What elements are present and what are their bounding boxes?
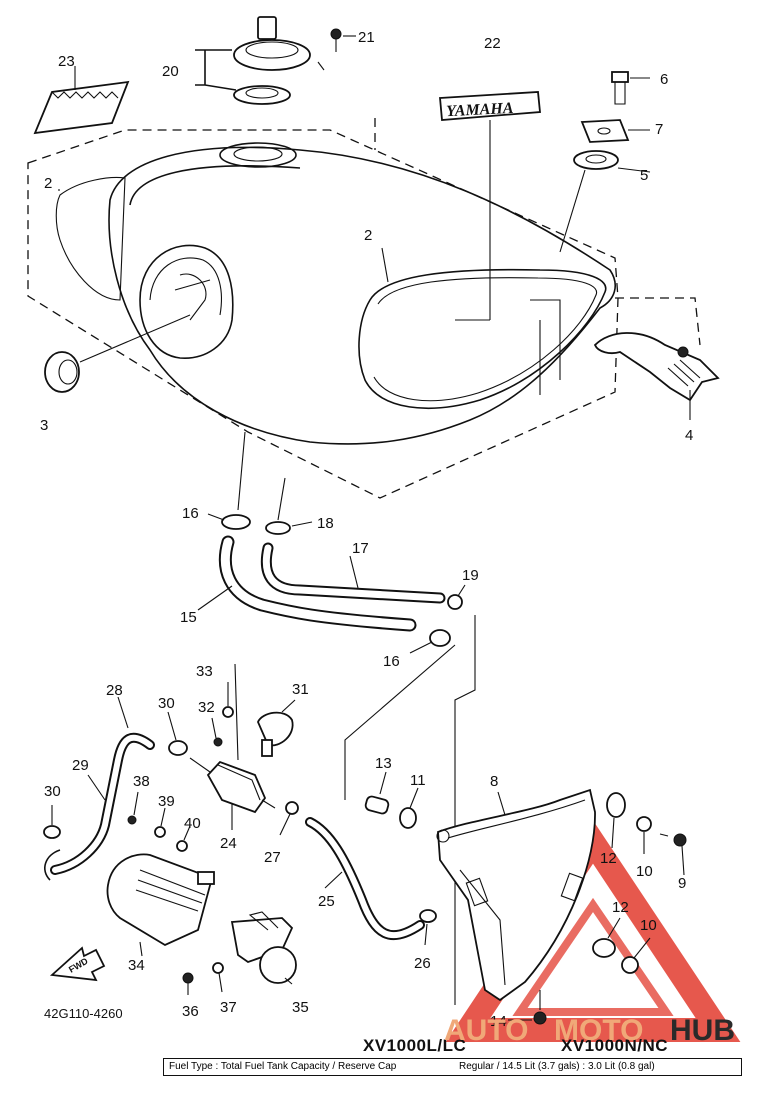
part-number-2: 2 [44, 175, 52, 192]
grommet-3 [44, 314, 191, 393]
part-number-27: 27 [264, 849, 281, 866]
part-number-31: 31 [292, 681, 309, 698]
part-number-16: 16 [383, 653, 400, 670]
footer-capacity: Regular / 14.5 Lit (3.7 gals) : 3.0 Lit … [459, 1061, 655, 1072]
part-number-16: 16 [182, 505, 199, 522]
part-number-4: 4 [685, 427, 693, 444]
side-cover [364, 771, 687, 1025]
part-number-17: 17 [352, 540, 369, 557]
part-number-24: 24 [220, 835, 237, 852]
watermark-auto: AUTO [444, 1014, 528, 1047]
watermark-text: AUTO MOTO HUB [444, 1014, 735, 1047]
part-number-14: 14 [490, 1013, 507, 1030]
part-number-9: 9 [678, 875, 686, 892]
part-number-15: 15 [180, 609, 197, 626]
part-number-2: 2 [364, 227, 372, 244]
part-number-28: 28 [106, 682, 123, 699]
part-number-18: 18 [317, 515, 334, 532]
part-number-5: 5 [640, 167, 648, 184]
watermark-moto: MOTO [554, 1014, 643, 1047]
part-number-30: 30 [158, 695, 175, 712]
part-number-37: 37 [220, 999, 237, 1016]
forward-arrow: FWD [49, 946, 106, 982]
fuel-cap [195, 16, 325, 105]
part-number-20: 20 [162, 63, 179, 80]
watermark-hub: HUB [670, 1014, 735, 1047]
decal-23 [33, 66, 130, 135]
yamaha-emblem: YAMAHA [439, 91, 541, 321]
part-number-39: 39 [158, 793, 175, 810]
part-number-11: 11 [410, 772, 426, 789]
model-right: XV1000N/NC [561, 1036, 668, 1055]
fuel-filter-group [43, 663, 437, 995]
part-number-12: 12 [612, 899, 629, 916]
part-number-34: 34 [128, 957, 145, 974]
emblem-text: YAMAHA [446, 100, 514, 121]
model-left: XV1000L/LC [363, 1036, 466, 1055]
part-number-38: 38 [133, 773, 150, 790]
part-number-13: 13 [375, 755, 392, 772]
part-number-33: 33 [196, 663, 213, 680]
rear-mount-parts [559, 71, 651, 253]
figure-code: 42G110-4260 [44, 1006, 123, 1021]
part-number-30: 30 [44, 783, 61, 800]
bracket-4 [593, 332, 720, 420]
footer-spec-box: Fuel Type : Total Fuel Tank Capacity / R… [163, 1058, 742, 1076]
part-number-6: 6 [660, 71, 668, 88]
part-number-19: 19 [462, 567, 479, 584]
bolt-21 [330, 28, 356, 52]
part-number-3: 3 [40, 417, 48, 434]
hose-group [197, 431, 476, 1005]
part-number-22: 22 [484, 35, 501, 52]
part-number-10: 10 [636, 863, 653, 880]
part-number-10: 10 [640, 917, 657, 934]
part-number-23: 23 [58, 53, 75, 70]
fuel-tank [27, 118, 701, 499]
part-number-21: 21 [358, 29, 375, 46]
part-number-29: 29 [72, 757, 89, 774]
part-number-8: 8 [490, 773, 498, 790]
part-number-35: 35 [292, 999, 309, 1016]
part-number-36: 36 [182, 1003, 199, 1020]
footer-fuel-type: Fuel Type : Total Fuel Tank Capacity / R… [169, 1061, 397, 1072]
part-number-32: 32 [198, 699, 215, 716]
part-number-7: 7 [655, 121, 663, 138]
part-number-12: 12 [600, 850, 617, 867]
part-number-25: 25 [318, 893, 335, 910]
part-number-26: 26 [414, 955, 431, 972]
part-number-40: 40 [184, 815, 201, 832]
